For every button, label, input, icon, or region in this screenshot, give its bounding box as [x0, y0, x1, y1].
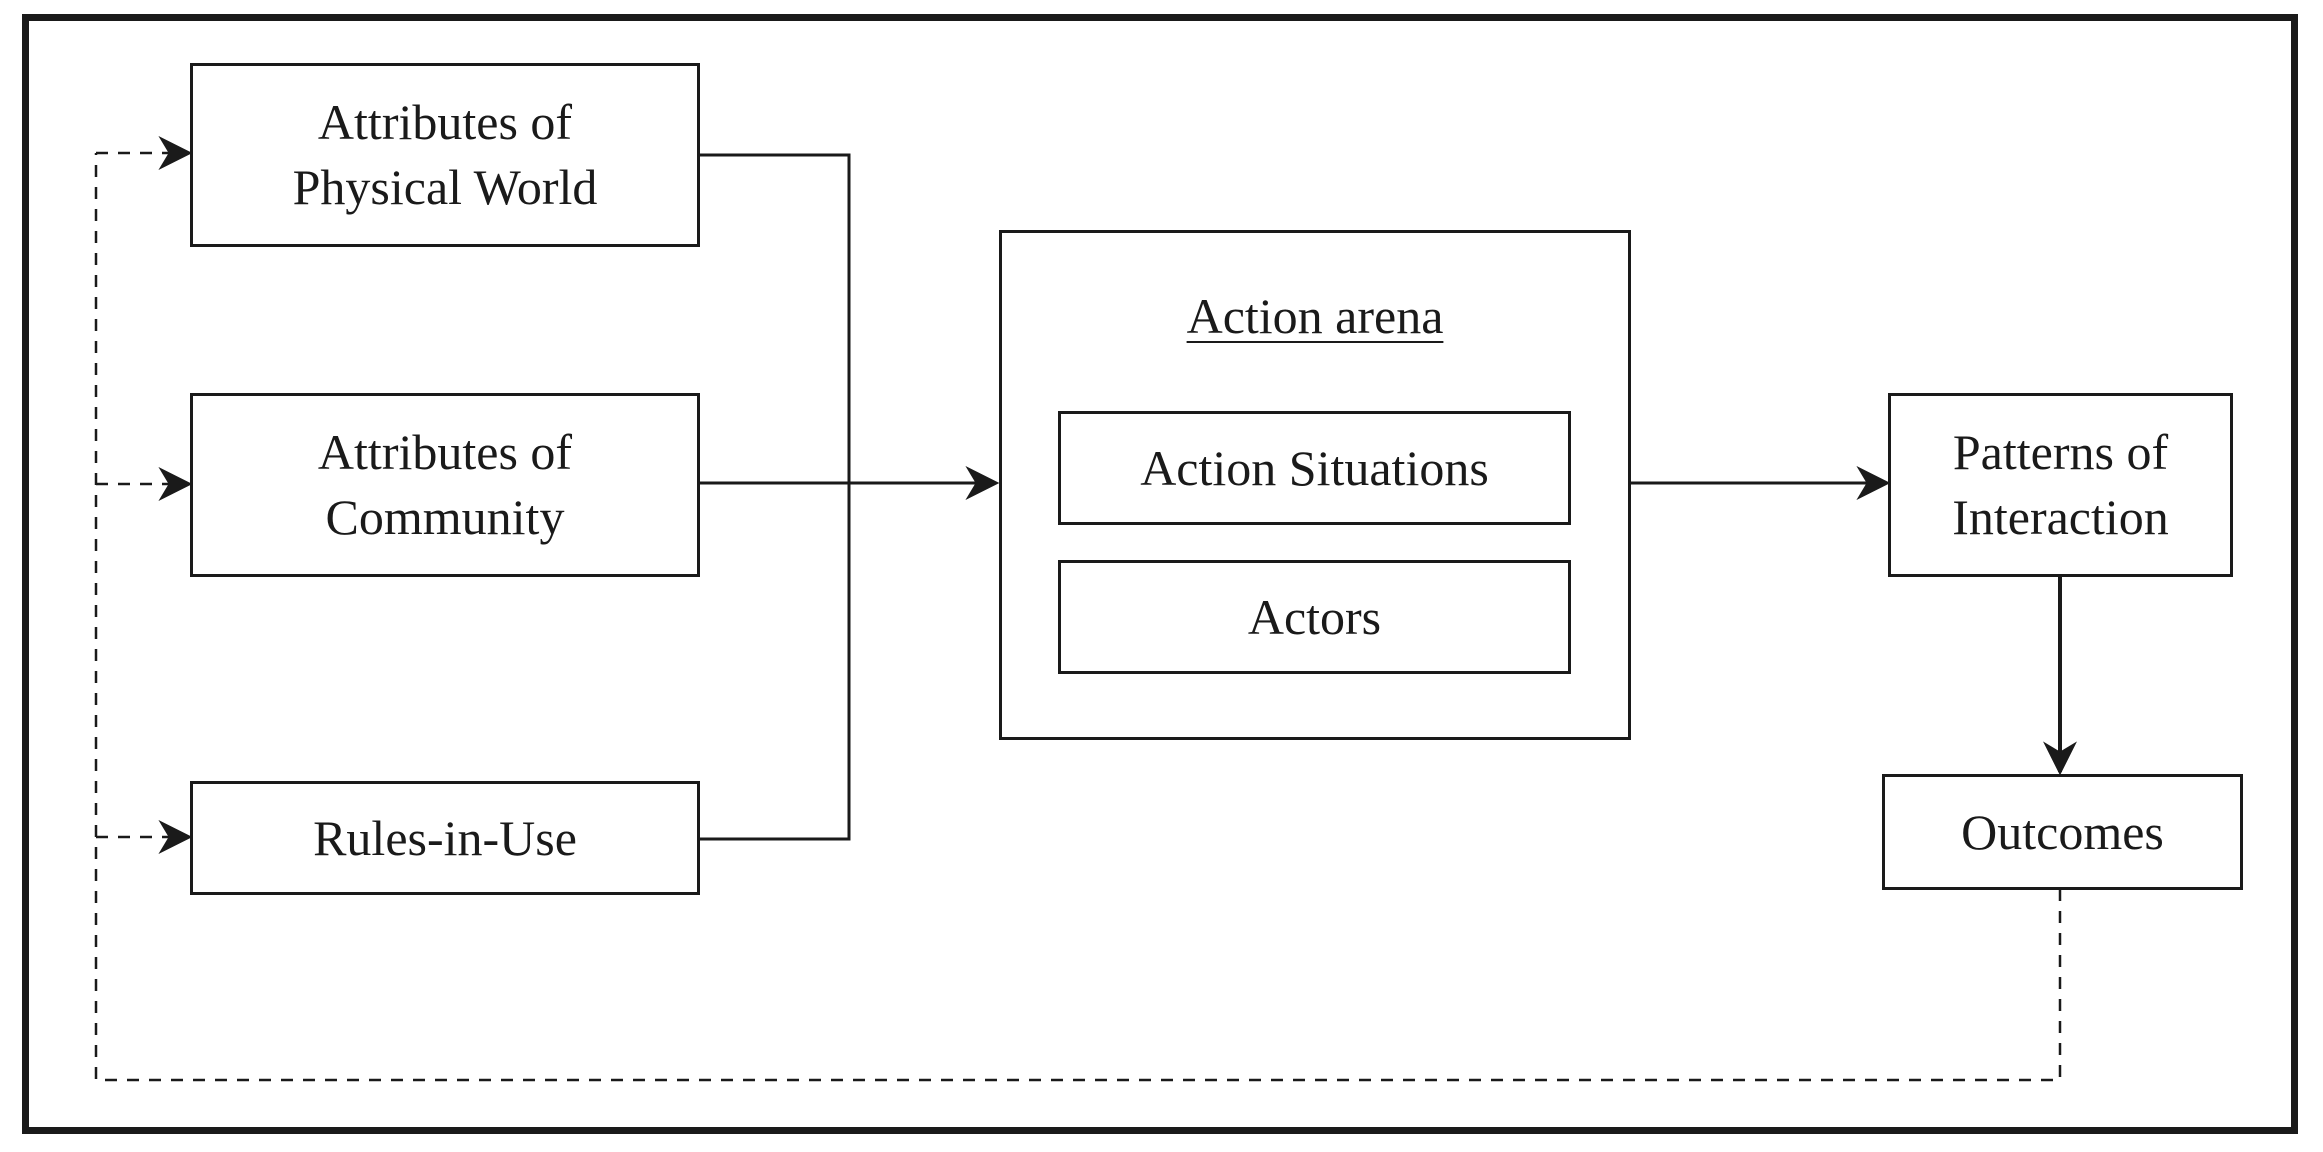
physical-world-connector: [699, 153, 851, 841]
community-box: Attributes of Community: [190, 393, 700, 577]
patterns-of-interaction-label: Patterns of Interaction: [1952, 424, 2169, 545]
physical-world-box: Attributes of Physical World: [190, 63, 700, 247]
action-arena-box: Action arena Action Situations Actors: [999, 230, 1631, 740]
actors-label: Actors: [1247, 588, 1382, 645]
community-label: Attributes of Community: [317, 424, 573, 545]
outcomes-label: Outcomes: [1961, 803, 2164, 860]
action-situations-label: Action Situations: [1140, 439, 1489, 496]
action-situations-box: Action Situations: [1058, 411, 1571, 525]
feedback-loop-line: [94, 153, 2062, 1082]
diagram-frame: [22, 14, 2298, 1134]
physical-world-label: Attributes of Physical World: [292, 94, 598, 215]
patterns-of-interaction-box: Patterns of Interaction: [1888, 393, 2233, 577]
outcomes-box: Outcomes: [1882, 774, 2243, 890]
action-arena-title: Action arena: [1186, 288, 1444, 344]
actors-box: Actors: [1058, 560, 1571, 674]
rules-in-use-label: Rules-in-Use: [313, 809, 577, 866]
rules-in-use-box: Rules-in-Use: [190, 781, 700, 895]
